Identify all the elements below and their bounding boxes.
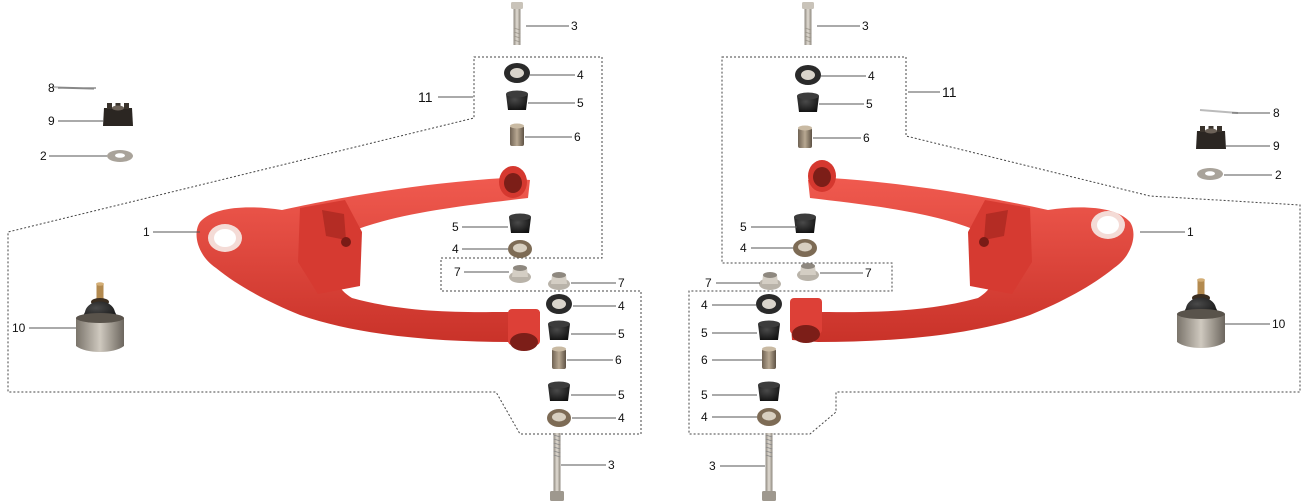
right-assembly: 3 4 5 6 5 4 7 7 4 5 6 5 4 3 11 8 9 2 1 1… [688,1,1301,502]
left-washer-mid [508,240,532,258]
right-sleeve-top [798,125,812,148]
left-callout-9: 9 [48,114,55,128]
right-washer-lower-a [756,294,782,314]
left-bushing-lower-b [548,381,570,401]
right-ball-joint [1177,278,1225,348]
left-callout-5-lower-a: 5 [618,327,625,341]
left-bushing-top [506,90,528,110]
left-assembly: 3 4 5 6 5 4 7 7 4 5 6 5 4 3 11 8 9 2 1 1… [7,1,642,502]
left-washer-top [504,63,530,83]
left-castle-nut [103,103,133,126]
right-bushing-mid [794,213,816,233]
right-callout-3-top: 3 [862,19,869,33]
right-callout-9: 9 [1273,139,1280,153]
left-washer-lower-a [546,294,572,314]
right-bushing-top [797,92,819,112]
right-callout-4-mid: 4 [740,241,747,255]
right-callout-3-bottom: 3 [709,459,716,473]
right-control-arm [790,160,1134,343]
left-bushing-lower-a [548,320,570,340]
left-bushing-mid [509,213,531,233]
right-callout-6-top: 6 [863,131,870,145]
right-flat-washer [1197,168,1223,180]
left-flange-nut-b [548,272,570,290]
right-washer-top [795,65,821,85]
left-group-boundary [7,56,642,435]
left-flat-washer [107,150,133,162]
right-callout-5-top: 5 [866,97,873,111]
left-ball-joint [76,282,124,352]
right-callout-7-a: 7 [865,266,872,280]
left-callout-5-top: 5 [577,96,584,110]
right-callout-5-lower-a: 5 [701,326,708,340]
right-callout-5-mid: 5 [740,220,747,234]
left-callout-3-bottom: 3 [608,458,615,472]
left-callout-11: 11 [418,89,433,105]
left-callout-2: 2 [40,149,47,163]
left-callout-4-top: 4 [577,68,584,82]
right-sleeve-lower [762,346,776,369]
right-castle-nut [1196,126,1226,149]
left-callout-7-a: 7 [454,265,461,279]
right-callout-7-b: 7 [705,276,712,290]
left-control-arm [196,166,540,351]
left-sleeve-top [510,123,524,146]
right-callout-1: 1 [1187,225,1194,239]
left-bolt-top [510,1,524,46]
left-callout-5-mid: 5 [452,220,459,234]
left-callout-8: 8 [48,81,55,95]
right-callout-6-lower: 6 [701,353,708,367]
left-callout-1: 1 [143,225,150,239]
right-bolt-top [801,1,815,46]
right-callout-2: 2 [1275,168,1282,182]
right-callout-4-top: 4 [868,69,875,83]
left-callout-5-lower-b: 5 [618,388,625,402]
left-callout-4-mid: 4 [452,242,459,256]
right-flange-nut-a [797,263,819,281]
right-callout-10: 10 [1272,317,1286,331]
left-sleeve-lower [552,346,566,369]
right-callout-4-lower-b: 4 [701,410,708,424]
right-bushing-lower-a [758,320,780,340]
left-callout-4-lower-a: 4 [618,299,625,313]
right-flange-nut-b [759,272,781,290]
left-callout-4-lower-b: 4 [618,411,625,425]
right-callout-4-lower-a: 4 [701,298,708,312]
right-callout-8: 8 [1273,106,1280,120]
left-flange-nut-a [509,265,531,283]
left-washer-lower-b [547,409,571,427]
left-bolt-bottom [549,432,565,502]
left-callout-7-b: 7 [618,276,625,290]
left-callout-3-top: 3 [571,19,578,33]
right-bushing-lower-b [758,381,780,401]
right-washer-mid [793,239,817,257]
right-bolt-bottom [761,432,777,502]
right-callout-5-lower-b: 5 [701,388,708,402]
right-callout-11: 11 [942,84,957,100]
right-washer-lower-b [757,408,781,426]
left-callout-10: 10 [12,321,26,335]
left-callout-6-top: 6 [574,130,581,144]
right-cotter-pin [1199,109,1239,114]
left-callout-6-lower: 6 [615,353,622,367]
